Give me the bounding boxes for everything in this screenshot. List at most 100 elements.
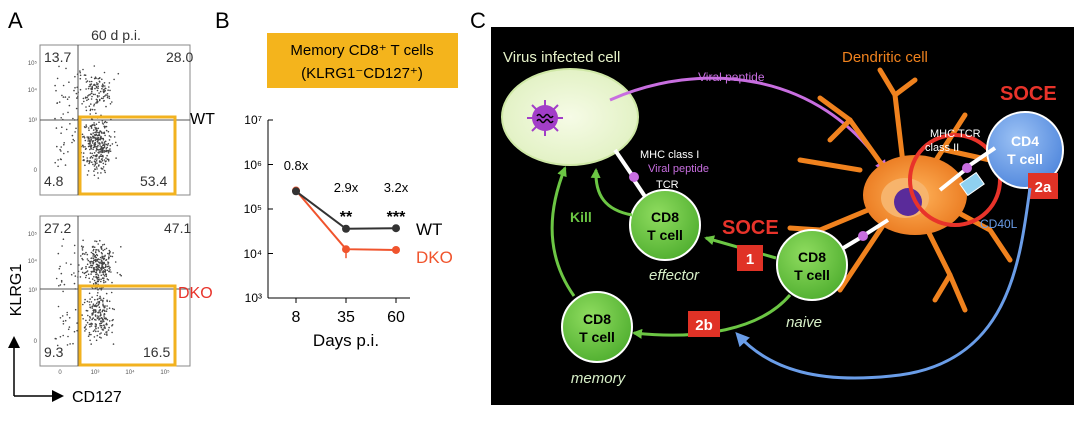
facs-event-dot xyxy=(97,267,99,270)
facs-event-dot xyxy=(93,270,95,273)
facs-event-dot xyxy=(73,282,76,285)
facs-event-dot xyxy=(89,142,91,144)
facs-event-dot xyxy=(79,88,82,91)
facs-event-dot xyxy=(104,273,107,276)
facs-event-dot xyxy=(101,309,104,312)
facs-event-dot xyxy=(83,272,86,275)
peptide-dot-naive xyxy=(858,231,868,241)
facs-event-dot xyxy=(90,148,93,150)
facs-event-dot xyxy=(98,250,100,253)
facs-event-dot xyxy=(101,318,104,320)
facs-event-dot xyxy=(88,85,90,88)
facs-event-dot xyxy=(85,81,88,83)
facs-event-dot xyxy=(104,134,106,137)
facs-event-dot xyxy=(111,307,114,310)
step-2a-label: 2a xyxy=(1035,179,1052,196)
facs-event-dot xyxy=(73,272,75,274)
facs-event-dot xyxy=(114,261,117,263)
facs-event-dot xyxy=(100,278,102,281)
naive-label: naive xyxy=(786,314,822,331)
facs-event-dot xyxy=(68,81,70,83)
facs-event-dot xyxy=(99,130,102,132)
facs-event-dot xyxy=(111,255,114,258)
facs-event-dot xyxy=(56,145,58,148)
facs-event-dot xyxy=(97,274,100,277)
facs-event-dot xyxy=(95,127,97,130)
ytick-wt-2: 10⁴ xyxy=(28,87,38,94)
quadrant-ul-wt: 13.7 xyxy=(44,49,71,65)
facs-event-dot xyxy=(90,155,93,158)
facs-event-dot xyxy=(101,142,103,144)
cd4-help-arrow xyxy=(735,187,1032,380)
facs-event-dot xyxy=(106,93,109,95)
facs-event-dot xyxy=(113,136,116,138)
facs-event-dot xyxy=(104,327,106,329)
facs-event-dot xyxy=(90,76,93,79)
facs-event-dot xyxy=(109,148,111,150)
facs-event-dot xyxy=(100,172,102,174)
facs-event-dot xyxy=(83,135,85,138)
facs-event-dot xyxy=(96,294,99,297)
facs-event-dot xyxy=(95,276,97,279)
facs-event-dot xyxy=(102,257,105,260)
viral-peptide-mid-label: Viral peptide xyxy=(648,163,709,175)
facs-event-dot xyxy=(91,157,94,159)
facs-event-dot xyxy=(91,152,93,155)
y-tick-5: 10⁷ xyxy=(244,113,262,127)
facs-event-dot xyxy=(99,145,101,147)
facs-event-dot xyxy=(101,149,103,151)
facs-event-dot xyxy=(108,249,111,252)
facs-event-dot xyxy=(75,107,78,110)
dendritic-cell-label: Dendritic cell xyxy=(842,49,928,66)
facs-event-dot xyxy=(108,139,111,141)
facs-event-dot xyxy=(105,292,108,295)
facs-event-dot xyxy=(90,251,93,254)
facs-event-dot xyxy=(102,255,104,258)
viral-peptide-arrow xyxy=(609,76,887,173)
facs-event-dot xyxy=(103,320,105,323)
facs-plot-wt: 13.7 28.0 4.8 53.4 10⁵ 10⁴ 10³ 0 WT xyxy=(28,44,215,196)
facs-event-dot xyxy=(120,274,122,277)
facs-event-dot xyxy=(94,251,97,253)
legend-wt: WT xyxy=(416,220,442,239)
fold-label-1: 0.8x xyxy=(284,158,309,173)
chart-series xyxy=(292,186,400,259)
facs-event-dot xyxy=(86,157,88,159)
facs-event-dot xyxy=(86,174,89,176)
facs-event-dot xyxy=(79,77,82,80)
facs-event-dot xyxy=(101,321,104,323)
facs-event-dot xyxy=(82,152,85,154)
facs-event-dot xyxy=(89,113,91,115)
quadrant-lr-wt: 53.4 xyxy=(140,173,167,189)
facs-event-dot xyxy=(94,84,96,86)
facs-event-dot xyxy=(108,82,111,84)
facs-event-dot xyxy=(85,328,87,331)
facs-event-dot xyxy=(64,164,67,166)
facs-event-dot xyxy=(99,151,102,153)
facs-event-dot xyxy=(86,300,89,303)
facs-event-dot xyxy=(90,323,92,325)
facs-event-dot xyxy=(90,126,93,128)
facs-event-dot xyxy=(85,265,87,268)
facs-event-dot xyxy=(108,307,111,310)
facs-event-dot xyxy=(99,322,101,325)
step-2b-label: 2b xyxy=(695,317,713,334)
facs-event-dot xyxy=(71,134,74,137)
facs-event-dot xyxy=(110,291,113,294)
facs-event-dot xyxy=(87,138,90,140)
facs-event-dot xyxy=(91,95,93,98)
quadrant-ul-dko: 27.2 xyxy=(44,220,71,236)
facs-event-dot xyxy=(107,252,109,255)
facs-event-dot xyxy=(67,111,69,114)
facs-event-dot xyxy=(89,156,92,159)
facs-event-dot xyxy=(101,85,104,88)
facs-event-dot xyxy=(95,267,98,269)
facs-event-dot xyxy=(103,306,106,309)
facs-event-dot xyxy=(108,251,111,254)
facs-event-dot xyxy=(61,126,63,128)
facs-event-dot xyxy=(88,331,91,334)
facs-event-dot xyxy=(96,99,99,101)
facs-event-dot xyxy=(98,131,101,134)
facs-event-dot xyxy=(93,254,95,256)
facs-event-dot xyxy=(79,71,81,74)
